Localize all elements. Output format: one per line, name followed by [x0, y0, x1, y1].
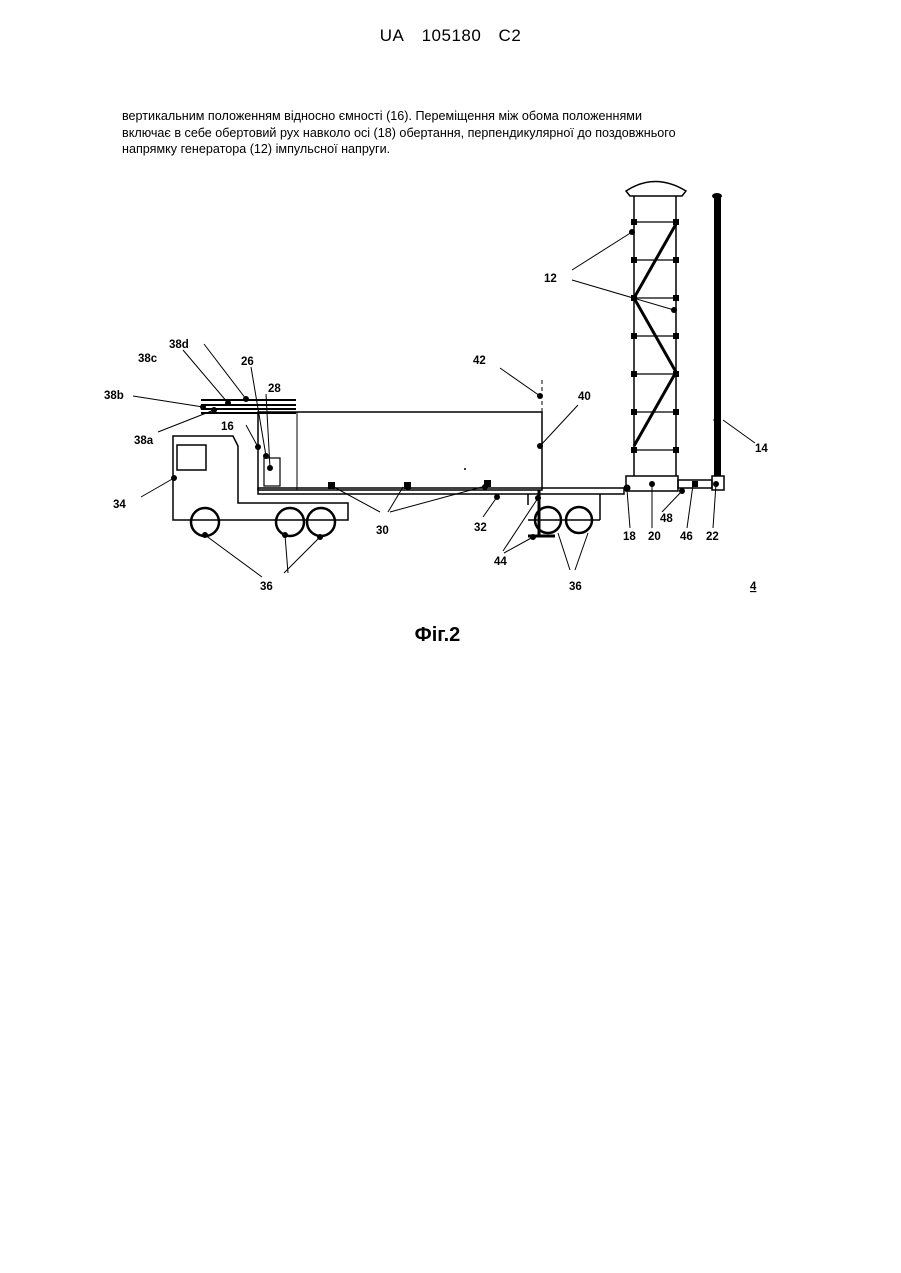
tower-joint [631, 333, 637, 339]
label-30: 30 [376, 525, 389, 537]
drive-block [692, 481, 698, 487]
figure-caption: Фіг.2 [0, 624, 875, 647]
speck [464, 468, 466, 470]
label-38c: 38c [138, 353, 158, 365]
tower-joint [631, 409, 637, 415]
tower-joint [631, 219, 637, 225]
label-14: 14 [755, 443, 768, 455]
label-18: 18 [623, 531, 636, 543]
label-28: 28 [268, 383, 281, 395]
tower-joint [631, 257, 637, 263]
label-32: 32 [474, 522, 487, 534]
tower-joint [673, 333, 679, 339]
label-48: 48 [660, 513, 673, 525]
control-unit [264, 458, 280, 486]
label-34: 34 [113, 499, 126, 511]
label-38d: 38d [169, 339, 189, 351]
middle-wheel [276, 508, 304, 536]
cab-window [177, 445, 206, 470]
label-4: 4 [750, 581, 757, 593]
label-38a: 38a [134, 435, 154, 447]
label-40: 40 [578, 391, 591, 403]
label-12: 12 [544, 273, 557, 285]
label-42: 42 [473, 355, 486, 367]
tower-joint [673, 257, 679, 263]
rod-tip [712, 193, 722, 199]
label-36-front: 36 [260, 581, 273, 593]
discharge-rod [714, 196, 721, 476]
middle-wheel [307, 508, 335, 536]
label-26: 26 [241, 356, 254, 368]
tower-joint [631, 371, 637, 377]
tower-bracing [634, 224, 676, 446]
container [258, 412, 542, 490]
tower-joint [673, 409, 679, 415]
label-44: 44 [494, 556, 507, 568]
mount-block [328, 482, 335, 489]
tower-joint [673, 295, 679, 301]
label-46: 46 [680, 531, 693, 543]
label-38b: 38b [104, 390, 124, 402]
tower-joint [673, 447, 679, 453]
label-16: 16 [221, 421, 234, 433]
chassis-frame [258, 488, 624, 494]
label-22: 22 [706, 531, 719, 543]
generator-top-cap [626, 182, 686, 197]
label-20: 20 [648, 531, 661, 543]
front-wheel [191, 508, 219, 536]
tower-joint [631, 447, 637, 453]
label-36-rear: 36 [569, 581, 582, 593]
